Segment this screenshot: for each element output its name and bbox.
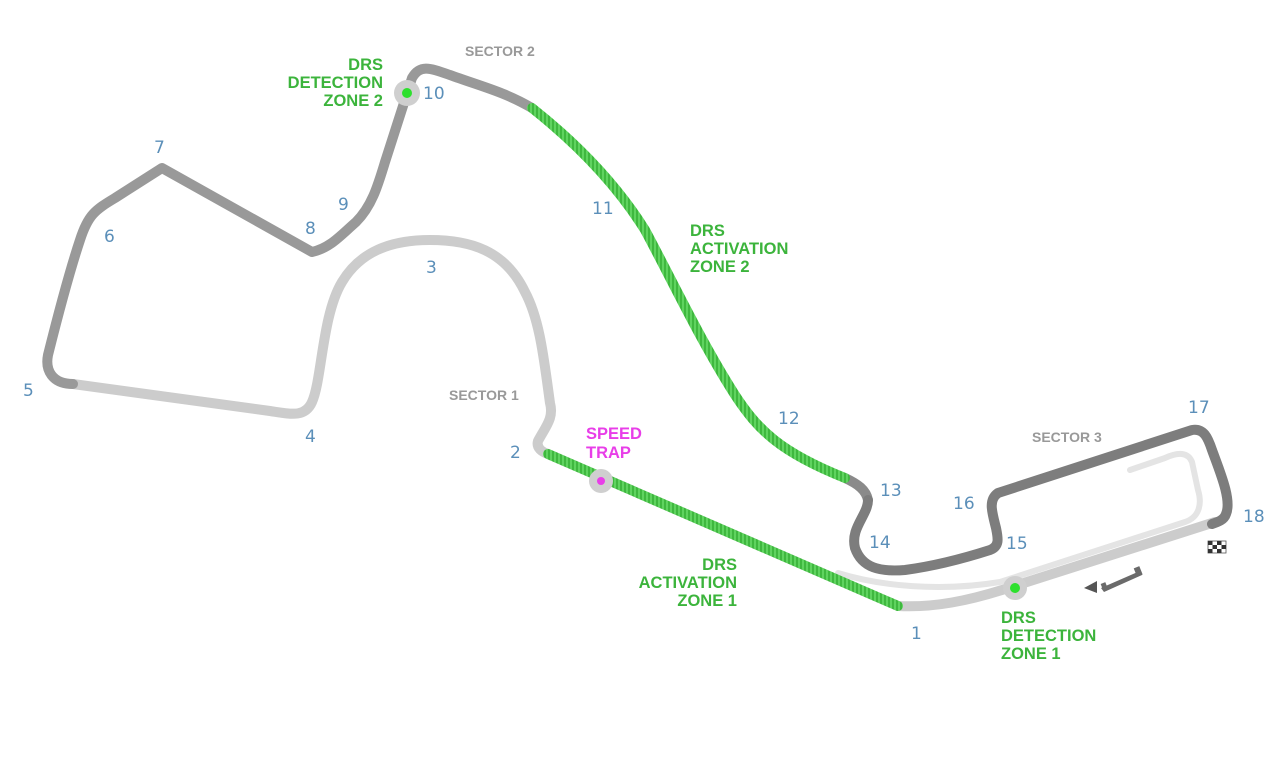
track-sector-3	[849, 424, 1233, 576]
turn-9-label: 9	[338, 195, 349, 215]
sector-1-label: SECTOR 1	[449, 387, 519, 403]
drs-detection-marker-1	[1003, 576, 1027, 600]
turn-16-label: 16	[953, 494, 975, 514]
speed-trap-marker	[589, 469, 613, 493]
sector-3-label: SECTOR 3	[1032, 429, 1102, 445]
turn-11-label: 11	[592, 199, 614, 219]
direction-arrow-icon	[1084, 581, 1097, 593]
svg-text:ZONE 1: ZONE 1	[1001, 645, 1061, 663]
svg-text:ACTIVATION: ACTIVATION	[690, 240, 788, 258]
svg-text:DRS: DRS	[1001, 609, 1036, 627]
drs-detection-zone-1-label: DRS DETECTION ZONE 1	[1001, 609, 1096, 663]
turn-5-label: 5	[23, 381, 34, 401]
turn-15-label: 15	[1006, 534, 1028, 554]
track-sector-1	[68, 235, 1220, 612]
turn-12-label: 12	[778, 409, 800, 429]
drs-activation-zone-1-label: DRS ACTIVATION ZONE 1	[639, 556, 737, 610]
turn-17-label: 17	[1188, 398, 1210, 418]
speed-trap-label: SPEED TRAP	[586, 425, 642, 462]
drs-detection-zone-2-label: DRS DETECTION ZONE 2	[288, 56, 383, 110]
turn-3-label: 3	[426, 258, 437, 278]
turn-1-label: 1	[911, 624, 922, 644]
svg-text:ZONE 1: ZONE 1	[677, 592, 737, 610]
pit-lane	[835, 450, 1203, 590]
turn-18-label: 18	[1243, 507, 1265, 527]
turn-6-label: 6	[104, 227, 115, 247]
svg-text:TRAP: TRAP	[586, 444, 631, 462]
svg-text:DETECTION: DETECTION	[288, 74, 383, 92]
checkered-flag-icon	[1207, 540, 1227, 554]
turn-8-label: 8	[305, 219, 316, 239]
svg-text:ZONE 2: ZONE 2	[690, 258, 750, 276]
svg-text:ACTIVATION: ACTIVATION	[639, 574, 737, 592]
svg-text:ZONE 2: ZONE 2	[323, 92, 383, 110]
drs-activation-zone-2-label: DRS ACTIVATION ZONE 2	[690, 222, 788, 276]
drs-detection-marker-2	[394, 80, 420, 106]
turn-14-label: 14	[869, 533, 891, 553]
sector-2-label: SECTOR 2	[465, 43, 535, 59]
turn-13-label: 13	[880, 481, 902, 501]
svg-text:DRS: DRS	[690, 222, 725, 240]
turn-10-label: 10	[423, 84, 445, 104]
track-sector-2	[42, 63, 537, 389]
svg-text:DRS: DRS	[348, 56, 383, 74]
turn-4-label: 4	[305, 427, 316, 447]
svg-text:DETECTION: DETECTION	[1001, 627, 1096, 645]
f1-car-icon	[1100, 566, 1143, 592]
turn-2-label: 2	[510, 443, 521, 463]
svg-text:DRS: DRS	[702, 556, 737, 574]
drs-activation-zone-2	[527, 103, 850, 483]
svg-text:SPEED: SPEED	[586, 425, 642, 443]
turn-7-label: 7	[154, 138, 165, 158]
